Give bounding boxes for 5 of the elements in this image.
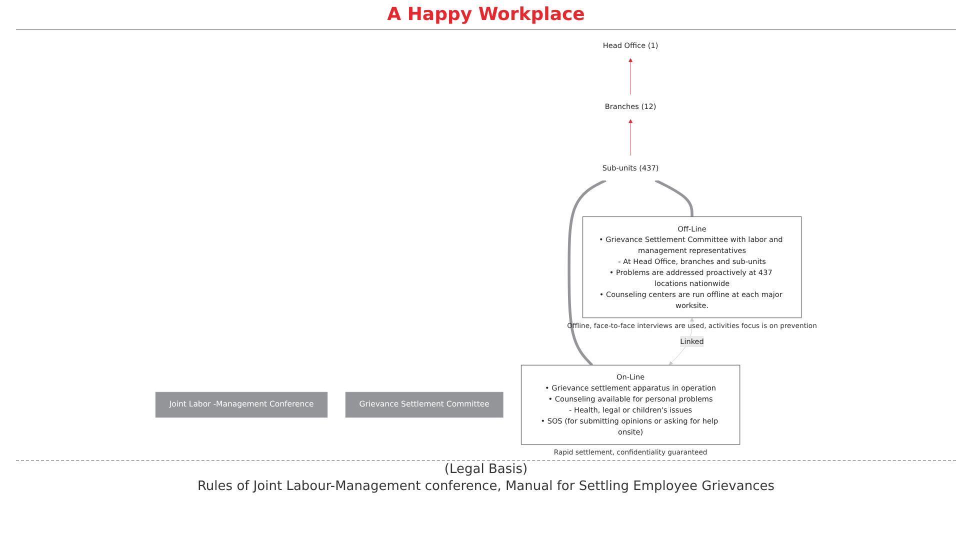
connector <box>654 179 694 217</box>
connector <box>568 179 606 366</box>
diagram-title: A Happy Workplace <box>16 0 956 30</box>
note-text: Rules of Joint Labour-Management conference, Manual for Settling Employee Grievances <box>196 478 776 495</box>
note-text: (Legal Basis) <box>443 461 529 478</box>
